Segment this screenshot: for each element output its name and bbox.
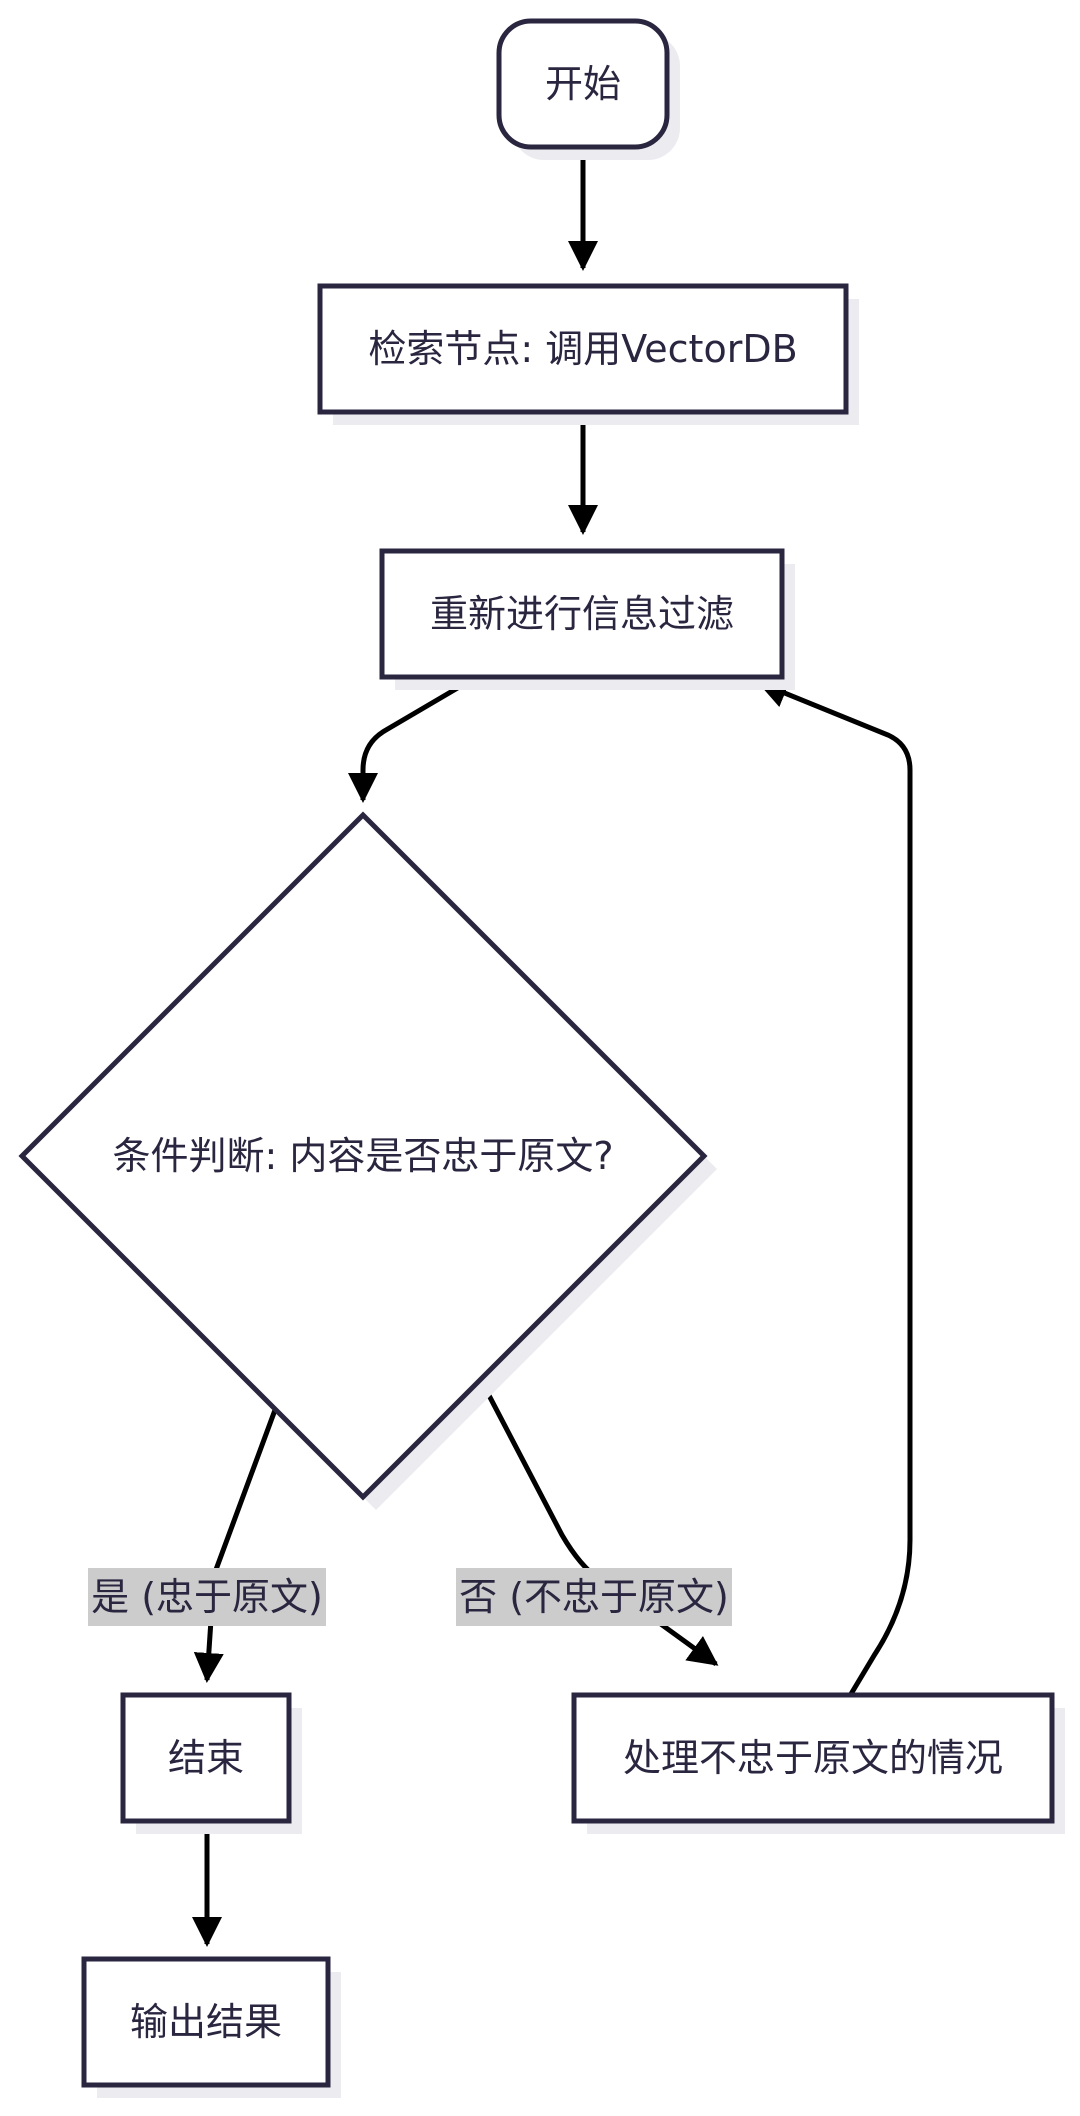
edge-label-no: 否 (不忠于原文) (456, 1568, 732, 1626)
edge-label-yes: 是 (忠于原文) (88, 1568, 326, 1626)
node-handle: 处理不忠于原文的情况 (571, 1692, 1065, 1834)
node-output-label: 输出结果 (130, 2000, 282, 2044)
node-end-label: 结束 (168, 1736, 244, 1780)
node-end: 结束 (120, 1692, 302, 1834)
node-decision-label: 条件判断: 内容是否忠于原文? (112, 1134, 613, 1178)
edge-handle-to-refilter (757, 679, 913, 1696)
node-start: 开始 (496, 18, 680, 160)
edges (192, 148, 913, 1947)
edge-refilter-to-decision (348, 673, 480, 803)
node-refilter: 重新进行信息过滤 (379, 548, 795, 690)
node-decision: 条件判断: 内容是否忠于原文? (18, 811, 717, 1510)
node-retrieve-label: 检索节点: 调用VectorDB (368, 327, 797, 371)
node-output: 输出结果 (81, 1956, 341, 2098)
edge-decision-to-end (193, 1409, 278, 1683)
node-retrieve: 检索节点: 调用VectorDB (317, 283, 859, 425)
node-refilter-label: 重新进行信息过滤 (430, 592, 734, 636)
node-start-label: 开始 (545, 62, 621, 106)
edge-label-yes-text: 是 (忠于原文) (91, 1575, 323, 1619)
edge-label-no-text: 否 (不忠于原文) (459, 1575, 729, 1619)
node-handle-label: 处理不忠于原文的情况 (623, 1736, 1003, 1780)
